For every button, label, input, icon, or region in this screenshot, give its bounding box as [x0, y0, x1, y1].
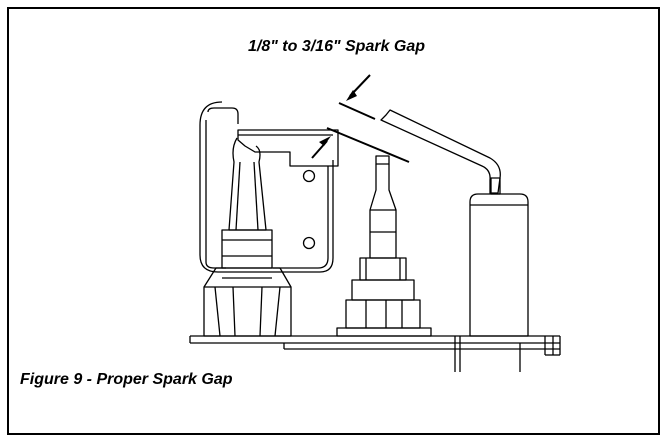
figure-caption: Figure 9 - Proper Spark Gap — [20, 371, 233, 388]
arrowhead-upper — [346, 90, 357, 101]
gap-line-lower — [326, 127, 410, 163]
bracket-hole-lower — [302, 236, 316, 250]
arrowhead-lower — [319, 136, 331, 146]
spark-igniter — [336, 155, 432, 337]
pilot-tube — [380, 109, 529, 337]
gap-line-upper — [338, 102, 376, 120]
base-rail — [189, 335, 561, 372]
bracket-hole-upper — [302, 169, 316, 183]
spark-gap-indicator — [311, 74, 410, 163]
electrode — [203, 137, 292, 337]
pilot-burner-bracket — [199, 101, 339, 273]
spark-gap-label: 1/8" to 3/16" Spark Gap — [248, 38, 426, 55]
